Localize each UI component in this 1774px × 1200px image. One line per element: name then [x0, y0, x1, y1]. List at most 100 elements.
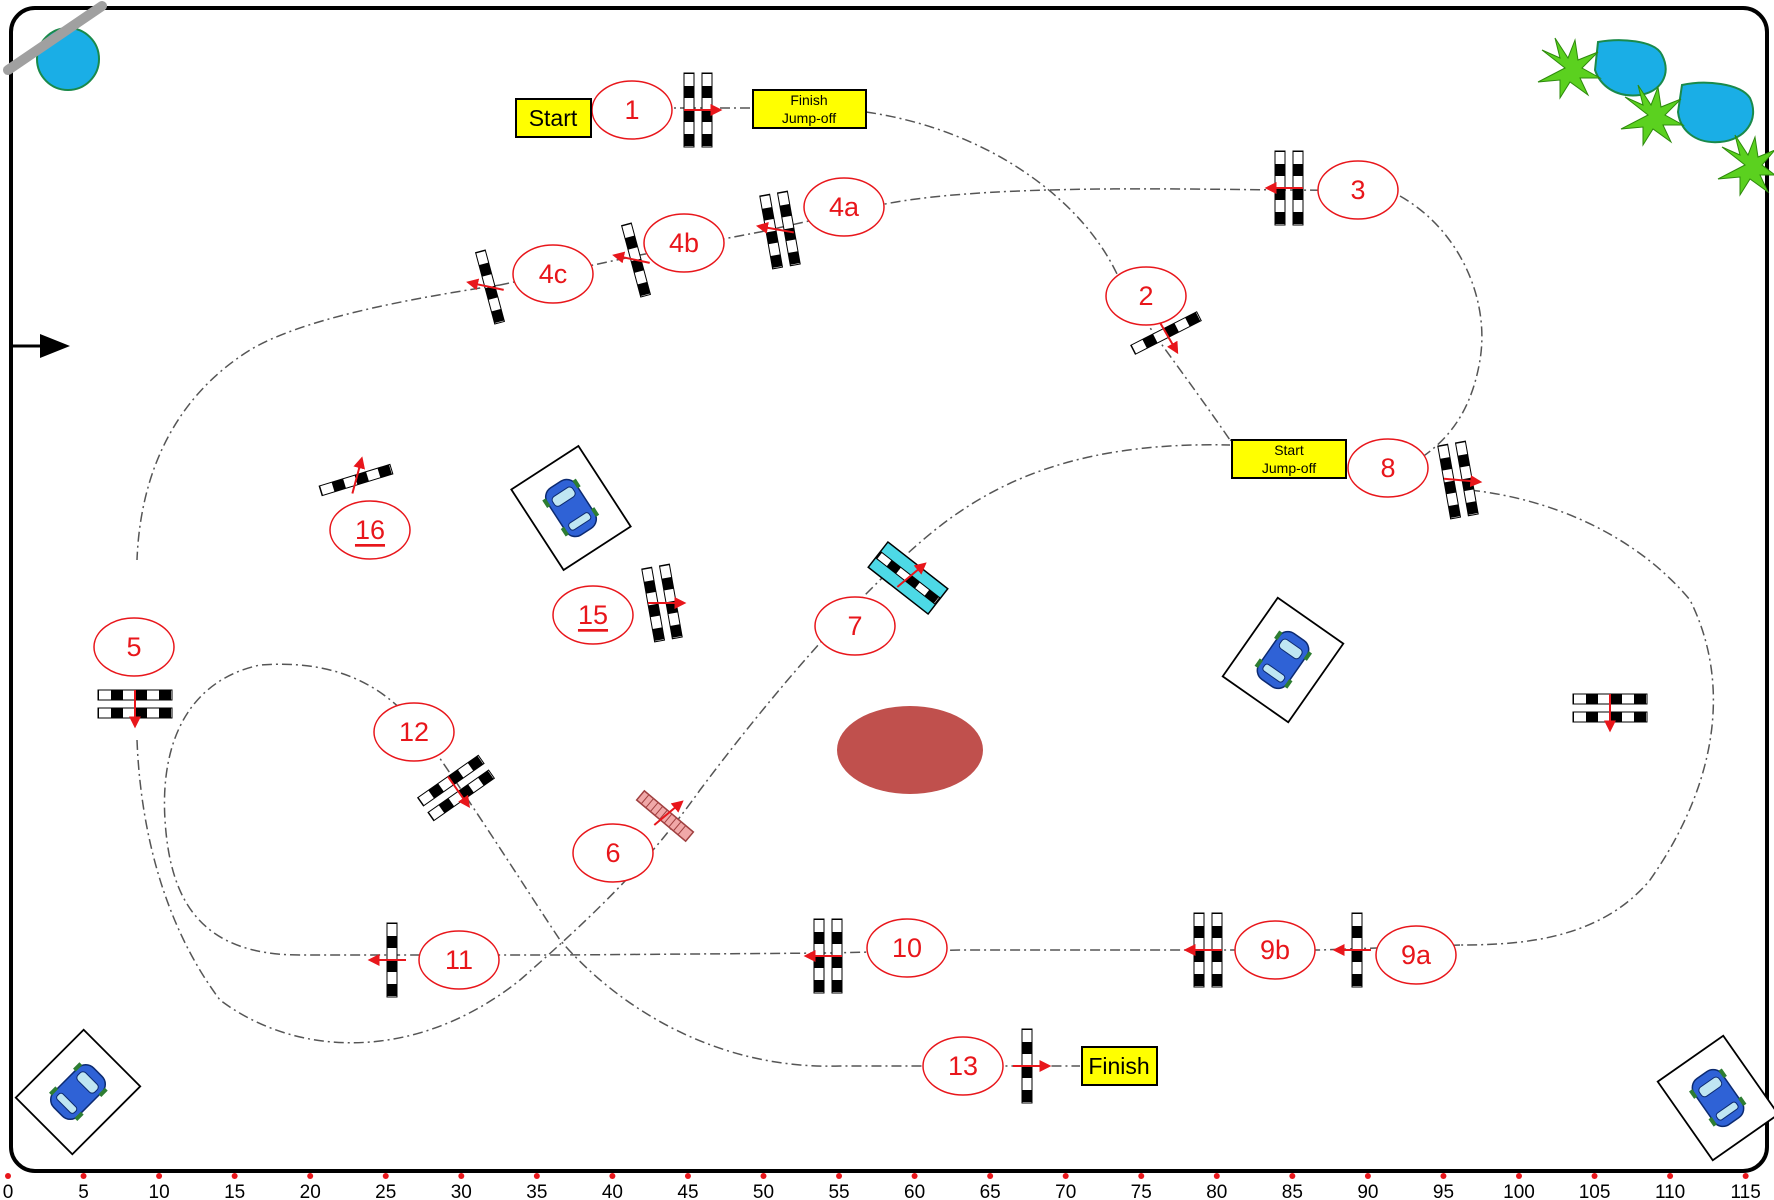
start-jumpoff-line2: Jump-off [1262, 460, 1316, 476]
scale-tick-label: 85 [1282, 1182, 1303, 1200]
obstacle-label-7: 7 [814, 596, 896, 656]
scale-tick-label: 70 [1055, 1182, 1076, 1200]
plant-icon [1537, 37, 1774, 197]
finish-marker: Finish [1081, 1046, 1158, 1086]
obstacle-label-4b: 4b [643, 213, 725, 273]
scale-tick: 85 [1282, 1173, 1303, 1200]
fence-3 [1264, 150, 1304, 226]
fence-4c [466, 249, 506, 325]
fence-7 [867, 540, 949, 616]
start-marker-text: Start [529, 105, 578, 131]
label-oval [866, 918, 948, 978]
scale-tick: 25 [375, 1173, 396, 1200]
scale-tick: 15 [224, 1173, 245, 1200]
label-oval [1317, 160, 1399, 220]
obstacle-label-3: 3 [1317, 160, 1399, 220]
scale-tick: 80 [1206, 1173, 1227, 1200]
obstacle-label-4a: 4a [803, 177, 885, 237]
fence-15 [641, 563, 687, 643]
label-number: 1 [624, 95, 639, 125]
obstacle-label-8: 8 [1347, 438, 1429, 498]
label-oval [373, 702, 455, 762]
label-oval [329, 500, 411, 560]
fence-1 [683, 72, 723, 148]
fence-4b [612, 222, 652, 298]
scale-tick: 90 [1357, 1173, 1378, 1200]
obstacle-label-9b: 9b [1234, 920, 1316, 980]
car-4 [1656, 1034, 1774, 1162]
obstacle-label-4c: 4c [512, 244, 594, 304]
scale-tick: 110 [1655, 1173, 1685, 1200]
scale-tick: 50 [753, 1173, 774, 1200]
scale-tick-label: 100 [1503, 1182, 1535, 1200]
label-number: 16 [355, 515, 385, 545]
scale-tick: 75 [1131, 1173, 1152, 1200]
scale-tick-label: 5 [78, 1182, 89, 1200]
label-oval [1347, 438, 1429, 498]
scale-tick-label: 25 [375, 1182, 396, 1200]
start-marker: Start [515, 98, 592, 138]
scale-tick-label: 90 [1357, 1182, 1378, 1200]
fence-11 [367, 922, 406, 998]
entry-arrow-icon [13, 334, 70, 358]
label-number: 4a [829, 192, 860, 222]
label-oval [643, 213, 725, 273]
obstacle-label-10: 10 [866, 918, 948, 978]
label-number: 6 [605, 838, 620, 868]
fence-9b [1183, 912, 1223, 988]
scale-tick: 35 [526, 1173, 547, 1200]
label-oval [512, 244, 594, 304]
scale-tick-label: 105 [1579, 1182, 1611, 1200]
obstacle-label-11: 11 [418, 930, 500, 990]
label-number: 2 [1138, 281, 1153, 311]
scale-tick: 20 [300, 1173, 321, 1200]
scale-tick-label: 0 [3, 1182, 14, 1200]
label-number: 9b [1260, 935, 1290, 965]
car-2 [1221, 596, 1345, 724]
obstacle-label-13: 13 [922, 1036, 1004, 1096]
obstacle-label-12: 12 [373, 702, 455, 762]
scale-tick: 70 [1055, 1173, 1076, 1200]
label-oval [1375, 925, 1457, 985]
fence-9a [1332, 912, 1371, 988]
scale-tick: 40 [602, 1173, 623, 1200]
obstacle-label-6: 6 [572, 823, 654, 883]
fences [97, 72, 1648, 1104]
scale-tick: 45 [677, 1173, 699, 1200]
finish-jumpoff-marker: Finish Jump-off [752, 89, 867, 129]
fence-12 [416, 754, 496, 822]
finish-jumpoff-line1: Finish [790, 92, 827, 108]
scale-tick: 10 [149, 1173, 170, 1200]
scale-tick: 95 [1433, 1173, 1454, 1200]
car-1 [510, 444, 632, 572]
label-number: 7 [847, 611, 862, 641]
scale-tick-label: 10 [149, 1182, 170, 1200]
fence-13 [1013, 1028, 1052, 1104]
label-number: 15 [578, 600, 608, 630]
scale-tick: 0 [3, 1173, 14, 1200]
label-oval [814, 596, 896, 656]
scale-tick-label: 60 [904, 1182, 925, 1200]
scale-tick: 100 [1503, 1173, 1535, 1200]
label-number: 4c [539, 259, 568, 289]
obstacle-label-9a: 9a [1375, 925, 1457, 985]
scale-tick-label: 20 [300, 1182, 321, 1200]
scale-tick-label: 45 [677, 1182, 698, 1200]
label-oval [418, 930, 500, 990]
label-number: 12 [399, 717, 429, 747]
label-oval [922, 1036, 1004, 1096]
start-jumpoff-line1: Start [1274, 442, 1304, 458]
scale-tick: 65 [980, 1173, 1001, 1200]
label-number: 9a [1401, 940, 1432, 970]
label-oval [93, 617, 175, 677]
fence-6 [635, 789, 695, 843]
scale-tick: 60 [904, 1173, 925, 1200]
car-3 [14, 1028, 142, 1156]
scale-tick-label: 80 [1206, 1182, 1227, 1200]
fence-8 [1437, 440, 1483, 520]
obstacle-label-2: 2 [1105, 266, 1187, 326]
red-pond [837, 706, 983, 794]
